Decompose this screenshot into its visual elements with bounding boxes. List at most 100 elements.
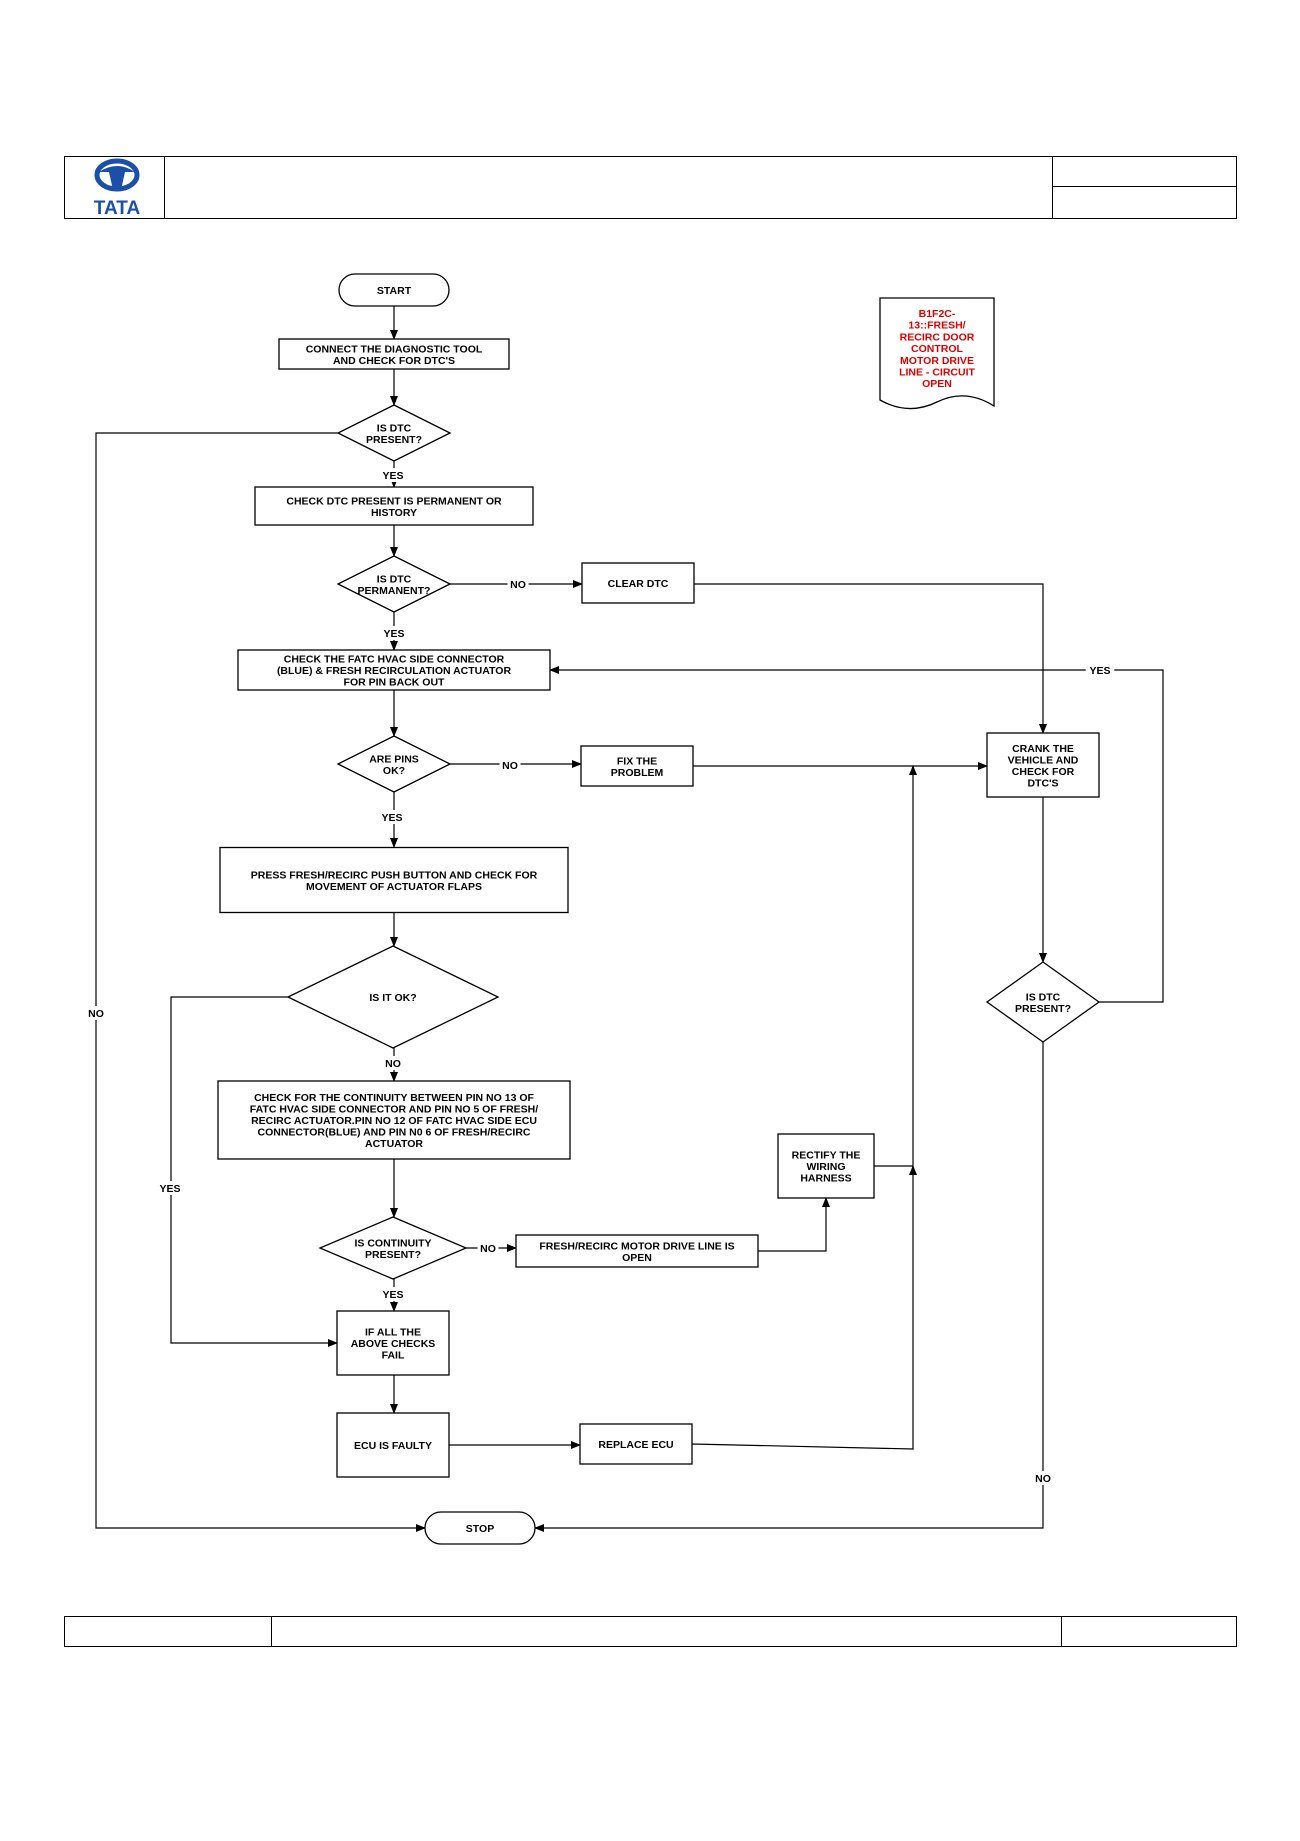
node-label-line: MOVEMENT OF ACTUATOR FLAPS xyxy=(306,881,482,893)
node-label-line: FAIL xyxy=(382,1350,405,1362)
node-label-line: IF ALL THE xyxy=(365,1327,421,1339)
edge-label-text: YES xyxy=(383,628,404,640)
process-shape xyxy=(515,1234,759,1268)
decision-shape xyxy=(318,1216,468,1280)
node-press: PRESS FRESH/RECIRC PUSH BUTTON AND CHECK… xyxy=(219,846,569,914)
edge-label-text: NO xyxy=(1035,1473,1051,1485)
node-label-line: HARNESS xyxy=(800,1173,851,1185)
node-replace: REPLACE ECU xyxy=(579,1423,693,1465)
edge-label-text: NO xyxy=(510,579,526,591)
edge-label-isok-to-fail: YES xyxy=(155,1181,185,1195)
edge-label-text: NO xyxy=(480,1243,496,1255)
connector-dtc2-to-stop xyxy=(534,1042,1044,1532)
process-shape xyxy=(278,338,510,370)
node-label-line: HISTORY xyxy=(371,507,417,519)
node-label-line: ECU IS FAULTY xyxy=(354,1440,432,1452)
process-shape xyxy=(336,1412,450,1478)
node-label-line: IS IT OK? xyxy=(369,992,416,1004)
decision-shape xyxy=(336,404,452,462)
node-label-line: ACTUATOR xyxy=(365,1138,423,1150)
node-label-line: AND CHECK FOR DTC'S xyxy=(333,355,455,367)
edge-label-text: NO xyxy=(385,1058,401,1070)
decision-shape xyxy=(286,945,500,1049)
flow-connectors xyxy=(95,306,1164,1532)
edge-label-dtc_perm-to-fatc: YES xyxy=(379,626,409,640)
node-fatc: CHECK THE FATC HVAC SIDE CONNECTOR(BLUE)… xyxy=(237,649,551,691)
node-label-line: CLEAR DTC xyxy=(608,578,669,590)
tata-logo-text: TATA xyxy=(94,198,141,219)
node-ecu_faulty: ECU IS FAULTY xyxy=(336,1412,450,1478)
node-label-line: ABOVE CHECKS xyxy=(351,1338,436,1350)
connector-dtc1-to-stop xyxy=(95,432,426,1532)
terminal-shape xyxy=(338,273,450,307)
note-line: MOTOR DRIVE xyxy=(900,355,974,367)
decision-shape xyxy=(336,555,452,613)
header-right-cell-bottom xyxy=(1052,186,1237,219)
note-line: LINE - CIRCUIT xyxy=(899,367,975,379)
node-clear: CLEAR DTC xyxy=(581,562,695,604)
node-label-line: VEHICLE AND xyxy=(1008,754,1079,766)
node-label-line: FRESH/RECIRC MOTOR DRIVE LINE IS xyxy=(539,1240,734,1252)
process-shape xyxy=(336,1310,450,1376)
node-label-line: ARE PINS xyxy=(369,753,419,765)
edge-label-dtc2-to-fatc: YES xyxy=(1085,663,1115,677)
node-label-line: STOP xyxy=(466,1523,494,1535)
edge-label-text: YES xyxy=(381,812,402,824)
node-label-line: IS DTC xyxy=(377,573,412,585)
process-shape xyxy=(777,1133,875,1199)
node-label-line: FIX THE xyxy=(617,755,657,767)
edge-label-text: YES xyxy=(382,1289,403,1301)
node-cont_check: CHECK FOR THE CONTINUITY BETWEEN PIN NO … xyxy=(217,1080,571,1160)
note-line: 13::FRESH/ xyxy=(908,320,965,332)
node-label-line: PRESS FRESH/RECIRC PUSH BUTTON AND CHECK… xyxy=(251,869,538,881)
terminal-shape xyxy=(424,1511,536,1545)
node-label-line: CONNECT THE DIAGNOSTIC TOOL xyxy=(306,343,483,355)
node-label-line: IS CONTINUITY xyxy=(354,1237,431,1249)
connector-clear-to-crank xyxy=(694,583,1047,734)
node-isok: IS IT OK? xyxy=(286,945,500,1049)
node-label-line: CHECK FOR xyxy=(1012,766,1075,778)
node-label-line: PRESENT? xyxy=(1015,1003,1071,1015)
connector-dtc2-to-fatc xyxy=(549,666,1164,1003)
node-label-line: PERMANENT? xyxy=(358,585,431,597)
edge-label-cont_dec-to-fail: YES xyxy=(378,1287,408,1301)
node-start: START xyxy=(338,273,450,307)
note-line: OPEN xyxy=(922,378,952,390)
decision-shape xyxy=(336,735,452,793)
node-label-line: FATC HVAC SIDE CONNECTOR AND PIN NO 5 OF… xyxy=(250,1104,538,1116)
decision-shape xyxy=(985,961,1101,1043)
note-line: B1F2C- xyxy=(919,308,956,320)
process-shape xyxy=(581,562,695,604)
dtc-note: B1F2C-13::FRESH/RECIRC DOORCONTROLMOTOR … xyxy=(879,297,995,410)
tata-logo: TATA xyxy=(94,158,141,219)
node-label-line: DTC'S xyxy=(1027,777,1058,789)
node-label-line: PRESENT? xyxy=(366,434,422,446)
node-label-line: REPLACE ECU xyxy=(598,1439,673,1451)
edge-label-dtc1-to-perm_check: YES xyxy=(378,468,408,482)
edge-label-cont_dec-to-open: NO xyxy=(477,1241,499,1255)
edge-label-pins-to-press: YES xyxy=(377,810,407,824)
node-label-line: RECTIFY THE xyxy=(792,1150,861,1162)
node-label-line: CHECK THE FATC HVAC SIDE CONNECTOR xyxy=(284,654,505,666)
node-label-line: PROBLEM xyxy=(611,767,664,779)
node-label-line: CONNECTOR(BLUE) AND PIN N0 6 OF FRESH/RE… xyxy=(257,1127,530,1139)
node-stop: STOP xyxy=(424,1511,536,1545)
edge-label-pins-to-fix: NO xyxy=(499,758,521,772)
note-line: RECIRC DOOR xyxy=(900,331,975,343)
node-label-line: OK? xyxy=(383,765,405,777)
footer-left-cell xyxy=(64,1616,272,1647)
edge-label-isok-to-cont_check: NO xyxy=(382,1056,404,1070)
note-document-shape xyxy=(879,297,995,410)
process-shape xyxy=(217,1080,571,1160)
note-line: CONTROL xyxy=(911,343,963,355)
